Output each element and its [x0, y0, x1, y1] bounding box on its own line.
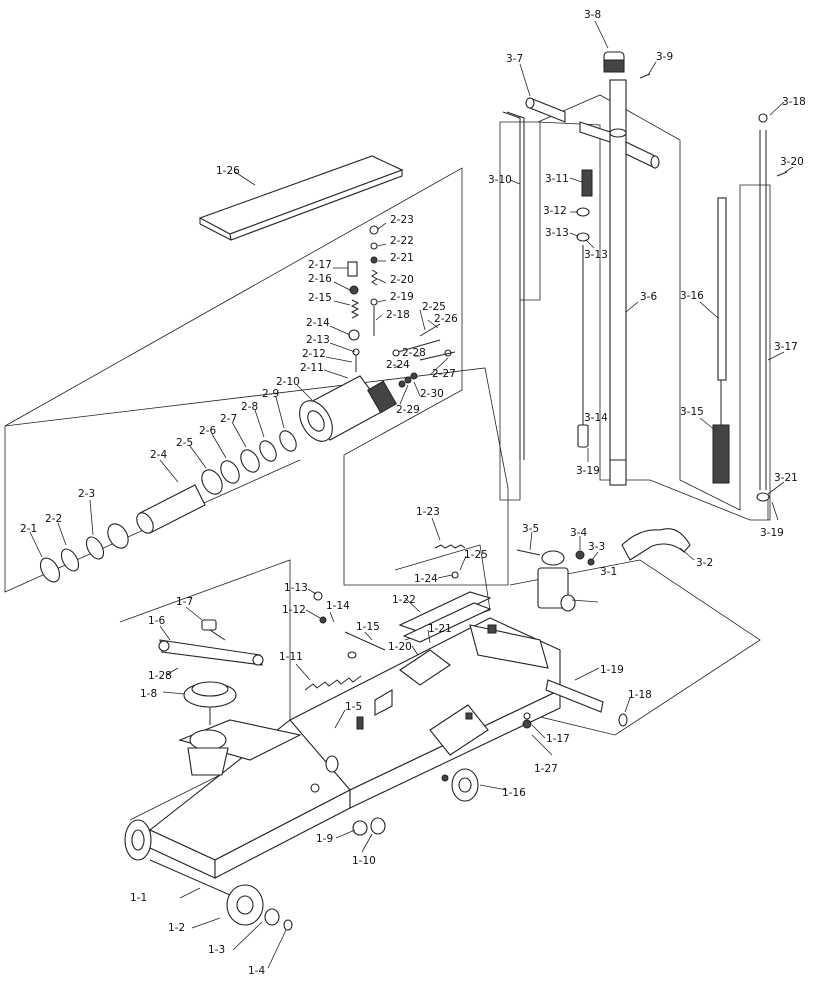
- callout-1-3: 1-3: [208, 944, 225, 956]
- callout-3-19-left: 3-19: [576, 465, 600, 477]
- callout-1-20: 1-20: [388, 641, 412, 653]
- cover-plate: [198, 155, 404, 241]
- callout-3-19-right: 3-19: [760, 527, 784, 539]
- callout-2-23: 2-23: [390, 214, 414, 226]
- leader-lines: [29, 20, 794, 969]
- callout-1-5: 1-5: [345, 701, 362, 713]
- callout-1-12: 1-12: [282, 604, 306, 616]
- callout-2-16: 2-16: [308, 273, 332, 285]
- callout-1-2: 1-2: [168, 922, 185, 934]
- callout-3-11: 3-11: [545, 173, 569, 185]
- callout-2-1: 2-1: [20, 523, 37, 535]
- callout-1-16: 1-16: [502, 787, 526, 799]
- callout-3-20: 3-20: [780, 156, 804, 168]
- callout-2-28: 2-28: [402, 347, 426, 359]
- callout-2-26: 2-26: [434, 313, 458, 325]
- callout-3-7: 3-7: [506, 53, 523, 65]
- callout-3-1: 3-1: [600, 566, 617, 578]
- callout-2-5: 2-5: [176, 437, 193, 449]
- callout-1-27: 1-27: [534, 763, 558, 775]
- callout-3-8: 3-8: [584, 9, 601, 21]
- callout-2-11: 2-11: [300, 362, 324, 374]
- callout-2-12: 2-12: [302, 348, 326, 360]
- callout-2-2: 2-2: [45, 513, 62, 525]
- callout-1-25: 1-25: [464, 549, 488, 561]
- chassis-group-outline-right: [469, 559, 761, 736]
- callout-2-17: 2-17: [308, 259, 332, 271]
- callout-3-13-lower: 3-13: [584, 249, 608, 261]
- callout-3-14: 3-14: [584, 412, 608, 424]
- callout-3-15: 3-15: [680, 406, 704, 418]
- callout-1-10: 1-10: [352, 855, 376, 867]
- callout-2-6: 2-6: [199, 425, 216, 437]
- callout-3-21: 3-21: [774, 472, 798, 484]
- callout-3-9: 3-9: [656, 51, 673, 63]
- callout-2-19: 2-19: [390, 291, 414, 303]
- callout-1-4: 1-4: [248, 965, 265, 977]
- callout-1-9: 1-9: [316, 833, 333, 845]
- callout-3-16: 3-16: [680, 290, 704, 302]
- callout-3-18: 3-18: [782, 96, 806, 108]
- callout-1-24: 1-24: [414, 573, 438, 585]
- callout-2-4: 2-4: [150, 449, 167, 461]
- callout-1-8: 1-8: [140, 688, 157, 700]
- callout-3-5: 3-5: [522, 523, 539, 535]
- callout-2-14: 2-14: [306, 317, 330, 329]
- callout-1-26: 1-26: [216, 165, 240, 177]
- callout-2-30: 2-30: [420, 388, 444, 400]
- callout-labels: 1-26 2-1 2-2 2-3 2-4 2-5 2-6 2-7 2-8 2-9…: [20, 9, 806, 977]
- callout-1-1: 1-1: [130, 892, 147, 904]
- callout-2-10: 2-10: [276, 376, 300, 388]
- callout-3-17: 3-17: [774, 341, 798, 353]
- callout-2-13: 2-13: [306, 334, 330, 346]
- callout-3-2: 3-2: [696, 557, 713, 569]
- valve-cap: [347, 261, 358, 277]
- callout-3-12: 3-12: [543, 205, 567, 217]
- handle-assembly: [502, 51, 788, 612]
- callout-2-20: 2-20: [390, 274, 414, 286]
- callout-2-27: 2-27: [432, 368, 456, 380]
- callout-1-28: 1-28: [148, 670, 172, 682]
- callout-3-3: 3-3: [588, 541, 605, 553]
- callout-1-17: 1-17: [546, 733, 570, 745]
- callout-2-22: 2-22: [390, 235, 414, 247]
- callout-2-8: 2-8: [241, 401, 258, 413]
- callout-1-15: 1-15: [356, 621, 380, 633]
- callout-1-11: 1-11: [279, 651, 303, 663]
- callout-1-18: 1-18: [628, 689, 652, 701]
- handle-group-outline-right: [537, 94, 771, 521]
- callout-2-15: 2-15: [308, 292, 332, 304]
- callout-2-21: 2-21: [390, 252, 414, 264]
- callout-2-24: 2-24: [386, 359, 410, 371]
- callout-1-19: 1-19: [600, 664, 624, 676]
- callout-3-10: 3-10: [488, 174, 512, 186]
- callout-1-6: 1-6: [148, 615, 165, 627]
- callout-1-13: 1-13: [284, 582, 308, 594]
- pump-unit: [39, 225, 456, 583]
- callout-1-23: 1-23: [416, 506, 440, 518]
- callout-2-9: 2-9: [262, 388, 279, 400]
- callout-2-3: 2-3: [78, 488, 95, 500]
- callout-2-29: 2-29: [396, 404, 420, 416]
- callout-1-7: 1-7: [176, 596, 193, 608]
- callout-2-7: 2-7: [220, 413, 237, 425]
- callout-2-25: 2-25: [422, 301, 446, 313]
- callout-1-22: 1-22: [392, 594, 416, 606]
- chassis: [124, 544, 628, 931]
- group-outlines: [4, 94, 771, 821]
- callout-3-4: 3-4: [570, 527, 587, 539]
- callout-2-18: 2-18: [386, 309, 410, 321]
- callout-3-6: 3-6: [640, 291, 657, 303]
- callout-1-14: 1-14: [326, 600, 350, 612]
- callout-1-21: 1-21: [428, 623, 452, 635]
- chassis-group-outline-left: [119, 559, 291, 821]
- callout-3-13-upper: 3-13: [545, 227, 569, 239]
- pump-group-outline: [4, 167, 509, 586]
